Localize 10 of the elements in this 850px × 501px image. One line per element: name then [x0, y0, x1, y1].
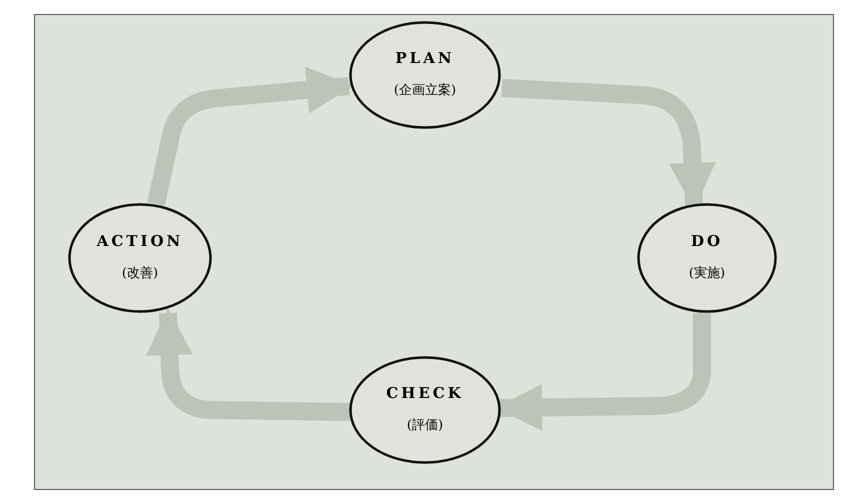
stage-subtitle: (改善) [120, 265, 160, 282]
stage-subtitle: (実施) [688, 265, 726, 282]
stage-title: ACTION [96, 232, 184, 250]
stage-subtitle: (企画立案) [392, 82, 458, 99]
stage-title: DO [690, 232, 724, 250]
curved-arrow [147, 66, 354, 206]
stage-subtitle: (評価) [406, 417, 444, 434]
stage-title: CHECK [385, 384, 465, 402]
stage-title: PLAN [394, 49, 456, 67]
curved-arrow [146, 308, 350, 421]
